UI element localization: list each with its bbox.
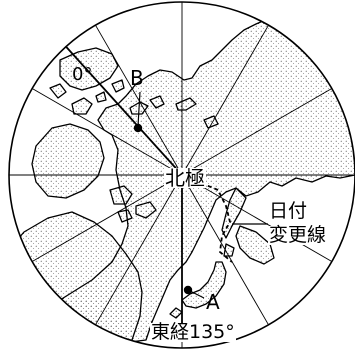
north-pole-label: 北極 [164,166,206,190]
prime-meridian-line [59,39,183,176]
point-a-marker [183,285,193,295]
landmasses [9,9,355,348]
date-line [181,174,233,263]
point-b-marker [133,123,143,133]
point-a-label: A [206,290,220,314]
landmass-greenland [31,123,105,199]
landmass-alaska [235,225,275,265]
date-line-label-line1: 日付 [268,200,309,222]
prime-meridian-label: 0° [72,64,93,85]
date-line-label-line2: 変更線 [268,224,328,246]
point-b-leader [137,91,141,127]
point-b-label: B [130,66,144,90]
landmass-japan [181,261,227,309]
meridian-135e-label: 東経135° [150,321,236,343]
landmass-europe [59,47,119,91]
map-outline [8,1,355,349]
point-a-leader [189,290,205,299]
